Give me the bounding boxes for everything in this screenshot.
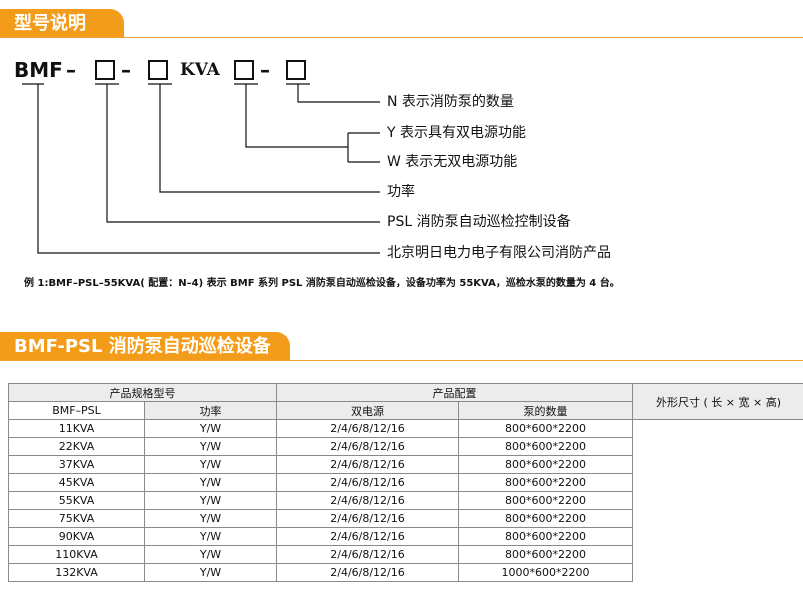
cell-pumps: 2/4/6/8/12/16 — [276, 455, 459, 474]
table-row: 132KVA Y/W 2/4/6/8/12/16 1000*600*2200 — [8, 563, 803, 582]
table-row: 75KVA Y/W 2/4/6/8/12/16 800*600*2200 — [8, 509, 803, 528]
example-text: 例 1:BMF–PSL–55KVA( 配置：N–4) 表示 BMF 系列 PSL… — [24, 278, 620, 289]
desc-company: 北京明日电力电子有限公司消防产品 — [387, 245, 611, 261]
cell-power: 22KVA — [8, 437, 145, 456]
header-pump-count: 泵的数量 — [458, 401, 633, 420]
table-row: 37KVA Y/W 2/4/6/8/12/16 800*600*2200 — [8, 455, 803, 474]
desc-product: PSL 消防泵自动巡检控制设备 — [387, 214, 571, 230]
cell-pumps: 2/4/6/8/12/16 — [276, 563, 459, 582]
cell-dual: Y/W — [144, 527, 277, 546]
table-row: 11KVA Y/W 2/4/6/8/12/16 800*600*2200 — [8, 419, 803, 438]
table-row: 55KVA Y/W 2/4/6/8/12/16 800*600*2200 — [8, 491, 803, 510]
model-code-unit: KVA — [180, 60, 220, 80]
cell-power: 132KVA — [8, 563, 145, 582]
cell-size: 800*600*2200 — [458, 509, 633, 528]
desc-dual-power: Y 表示具有双电源功能 — [387, 125, 527, 141]
model-code-box-pump-count — [286, 60, 306, 80]
cell-size: 800*600*2200 — [458, 491, 633, 510]
model-code-box-power — [148, 60, 168, 80]
cell-dual: Y/W — [144, 563, 277, 582]
cell-power: 11KVA — [8, 419, 145, 438]
cell-power: 110KVA — [8, 545, 145, 564]
desc-pump-count: N 表示消防泵的数量 — [387, 94, 514, 110]
table-row: 90KVA Y/W 2/4/6/8/12/16 800*600*2200 — [8, 527, 803, 546]
header-dual-source: 双电源 — [276, 401, 459, 420]
section-title-model: 型号说明 — [0, 9, 124, 38]
model-code-prefix: BMF — [14, 58, 63, 82]
section-divider — [0, 360, 803, 361]
header-dimensions: 外形尺寸 ( 长 × 宽 × 高) — [632, 383, 803, 420]
cell-size: 800*600*2200 — [458, 545, 633, 564]
cell-pumps: 2/4/6/8/12/16 — [276, 473, 459, 492]
spec-table: 产品规格型号 产品配置 外形尺寸 ( 长 × 宽 × 高) BMF–PSL 功率… — [8, 383, 803, 582]
cell-size: 1000*600*2200 — [458, 563, 633, 582]
model-cell: BMF–PSL — [8, 401, 145, 420]
cell-size: 800*600*2200 — [458, 419, 633, 438]
cell-dual: Y/W — [144, 437, 277, 456]
desc-no-dual-power: W 表示无双电源功能 — [387, 154, 518, 170]
cell-power: 75KVA — [8, 509, 145, 528]
cell-dual: Y/W — [144, 545, 277, 564]
cell-pumps: 2/4/6/8/12/16 — [276, 509, 459, 528]
cell-power: 37KVA — [8, 455, 145, 474]
cell-pumps: 2/4/6/8/12/16 — [276, 419, 459, 438]
model-code-dash: – — [260, 58, 270, 82]
model-code-dash: – — [121, 58, 131, 82]
cell-power: 55KVA — [8, 491, 145, 510]
header-config: 产品配置 — [276, 383, 633, 402]
cell-dual: Y/W — [144, 509, 277, 528]
cell-power: 45KVA — [8, 473, 145, 492]
cell-size: 800*600*2200 — [458, 473, 633, 492]
table-row: 45KVA Y/W 2/4/6/8/12/16 800*600*2200 — [8, 473, 803, 492]
cell-power: 90KVA — [8, 527, 145, 546]
header-power: 功率 — [144, 401, 277, 420]
cell-dual: Y/W — [144, 473, 277, 492]
table-row: 110KVA Y/W 2/4/6/8/12/16 800*600*2200 — [8, 545, 803, 564]
cell-size: 800*600*2200 — [458, 437, 633, 456]
cell-size: 800*600*2200 — [458, 455, 633, 474]
cell-dual: Y/W — [144, 491, 277, 510]
section-divider — [0, 37, 803, 38]
cell-dual: Y/W — [144, 455, 277, 474]
cell-size: 800*600*2200 — [458, 527, 633, 546]
model-code-dash: – — [66, 58, 76, 82]
table-row: 22KVA Y/W 2/4/6/8/12/16 800*600*2200 — [8, 437, 803, 456]
cell-pumps: 2/4/6/8/12/16 — [276, 527, 459, 546]
model-code-box-product — [95, 60, 115, 80]
cell-pumps: 2/4/6/8/12/16 — [276, 491, 459, 510]
desc-power: 功率 — [387, 184, 415, 200]
cell-pumps: 2/4/6/8/12/16 — [276, 545, 459, 564]
cell-pumps: 2/4/6/8/12/16 — [276, 437, 459, 456]
model-code-box-dual-power — [234, 60, 254, 80]
cell-dual: Y/W — [144, 419, 277, 438]
section-title-product: BMF-PSL 消防泵自动巡检设备 — [0, 332, 290, 361]
header-model-spec: 产品规格型号 — [8, 383, 277, 402]
